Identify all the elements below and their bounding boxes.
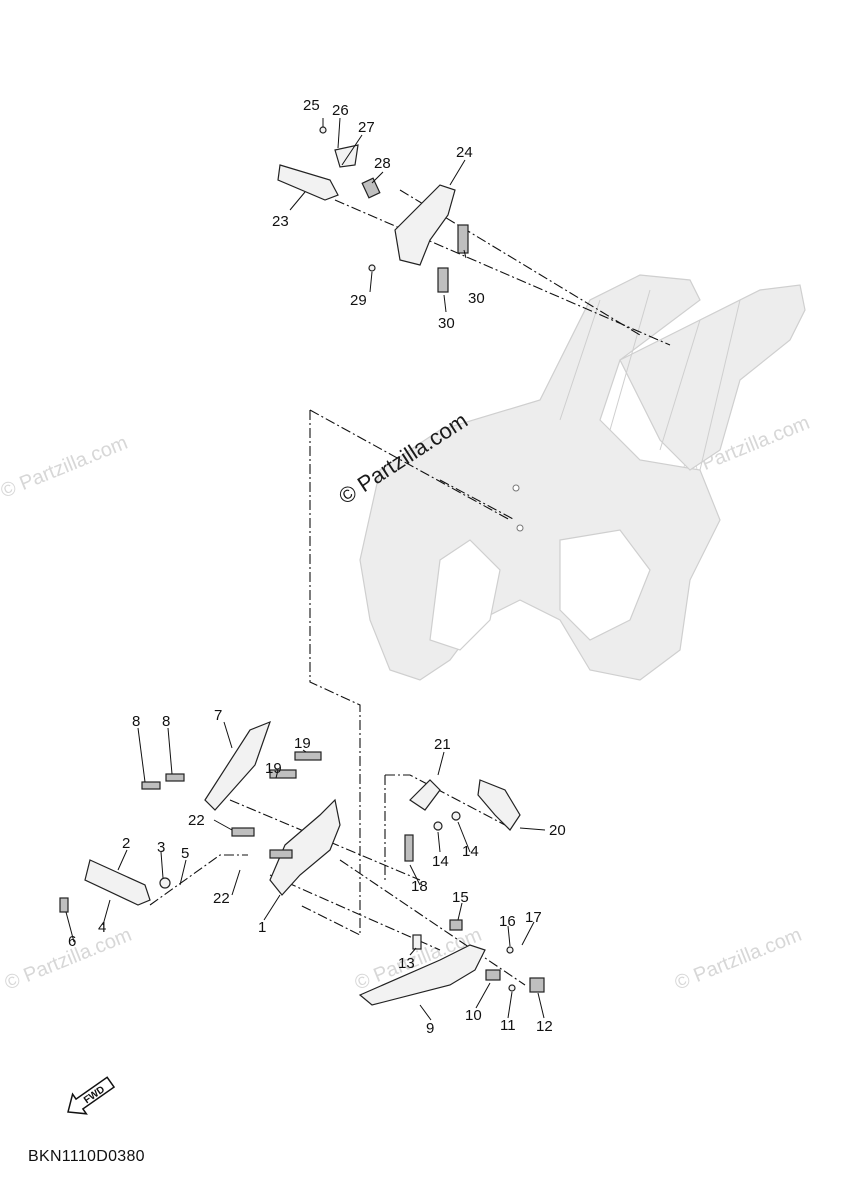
washer-14a bbox=[433, 821, 443, 831]
washer-11 bbox=[508, 984, 516, 992]
callout-6: 6 bbox=[68, 933, 76, 950]
rider-footrest-assembly bbox=[59, 720, 545, 1006]
spring-18 bbox=[404, 834, 414, 862]
shift-rod-bracket bbox=[409, 779, 441, 811]
bolt-19a bbox=[294, 751, 322, 761]
callout-8-right: 8 bbox=[162, 713, 170, 730]
bolt-upper-lower bbox=[437, 267, 449, 293]
pin-6 bbox=[59, 897, 69, 913]
passenger-bracket bbox=[394, 184, 456, 266]
callout-leaders bbox=[65, 117, 546, 1021]
bolt-8b bbox=[165, 773, 185, 782]
footrest-peg-rider bbox=[84, 859, 151, 906]
callout-14-left: 14 bbox=[432, 853, 449, 870]
callout-16: 16 bbox=[499, 913, 516, 930]
washer-upper bbox=[368, 264, 376, 272]
shift-lever bbox=[358, 944, 486, 1006]
shift-arm-right bbox=[477, 779, 521, 831]
bolt-upper-right bbox=[457, 224, 469, 254]
callout-27: 27 bbox=[358, 119, 375, 136]
pin-upper bbox=[319, 126, 327, 134]
callout-25: 25 bbox=[303, 97, 320, 114]
pin-16 bbox=[506, 946, 514, 954]
callout-2: 2 bbox=[122, 835, 130, 852]
passenger-footrest-assembly bbox=[277, 126, 469, 293]
bolt-22a bbox=[231, 827, 255, 837]
spring-13 bbox=[412, 934, 422, 950]
callout-12: 12 bbox=[536, 1018, 553, 1035]
callout-8-left: 8 bbox=[132, 713, 140, 730]
diagram-code: BKN1110D0380 bbox=[28, 1148, 145, 1165]
callout-1: 1 bbox=[258, 919, 266, 936]
callout-19-lower: 19 bbox=[265, 760, 282, 777]
callout-18: 18 bbox=[411, 878, 428, 895]
callout-4: 4 bbox=[98, 919, 106, 936]
watermark-bottom-right: © Partzilla.com bbox=[672, 924, 805, 995]
bolt-22b bbox=[269, 849, 293, 859]
heel-guard bbox=[204, 720, 272, 811]
washer-14b bbox=[451, 811, 461, 821]
callout-30-right: 30 bbox=[468, 290, 485, 307]
footrest-bracket-main bbox=[269, 798, 341, 896]
bolt-8a bbox=[141, 781, 161, 790]
passenger-footrest-peg bbox=[277, 164, 339, 201]
callout-19-upper: 19 bbox=[294, 735, 311, 752]
callout-21: 21 bbox=[434, 736, 451, 753]
spring-part bbox=[361, 177, 381, 199]
washer-3 bbox=[159, 877, 171, 889]
callout-7: 7 bbox=[214, 707, 222, 724]
callout-17: 17 bbox=[525, 909, 542, 926]
callout-24: 24 bbox=[456, 144, 473, 161]
callout-23: 23 bbox=[272, 213, 289, 230]
callout-22-upper: 22 bbox=[188, 812, 205, 829]
plate-upper bbox=[334, 144, 359, 168]
motorcycle-frame bbox=[359, 274, 806, 681]
callout-5: 5 bbox=[181, 845, 189, 862]
callout-26: 26 bbox=[332, 102, 349, 119]
collar-10 bbox=[485, 969, 501, 981]
watermark-left: © Partzilla.com bbox=[0, 432, 131, 503]
callout-29: 29 bbox=[350, 292, 367, 309]
bolt-12 bbox=[529, 977, 545, 993]
callout-9: 9 bbox=[426, 1020, 434, 1037]
fwd-arrow-icon: FWD bbox=[67, 1076, 116, 1115]
callout-28: 28 bbox=[374, 155, 391, 172]
callout-13: 13 bbox=[398, 955, 415, 972]
callout-30-lower: 30 bbox=[438, 315, 455, 332]
callout-3: 3 bbox=[157, 839, 165, 856]
bolt-19b bbox=[269, 769, 297, 779]
callout-10: 10 bbox=[465, 1007, 482, 1024]
callout-11: 11 bbox=[500, 1017, 516, 1034]
callout-labels: 25 26 27 28 24 23 29 30 30 8 8 7 19 19 2… bbox=[68, 97, 566, 1037]
callout-15: 15 bbox=[452, 889, 469, 906]
callout-20: 20 bbox=[549, 822, 566, 839]
bushing-15 bbox=[449, 919, 463, 931]
callout-22-lower: 22 bbox=[213, 890, 230, 907]
callout-14-right: 14 bbox=[462, 843, 479, 860]
